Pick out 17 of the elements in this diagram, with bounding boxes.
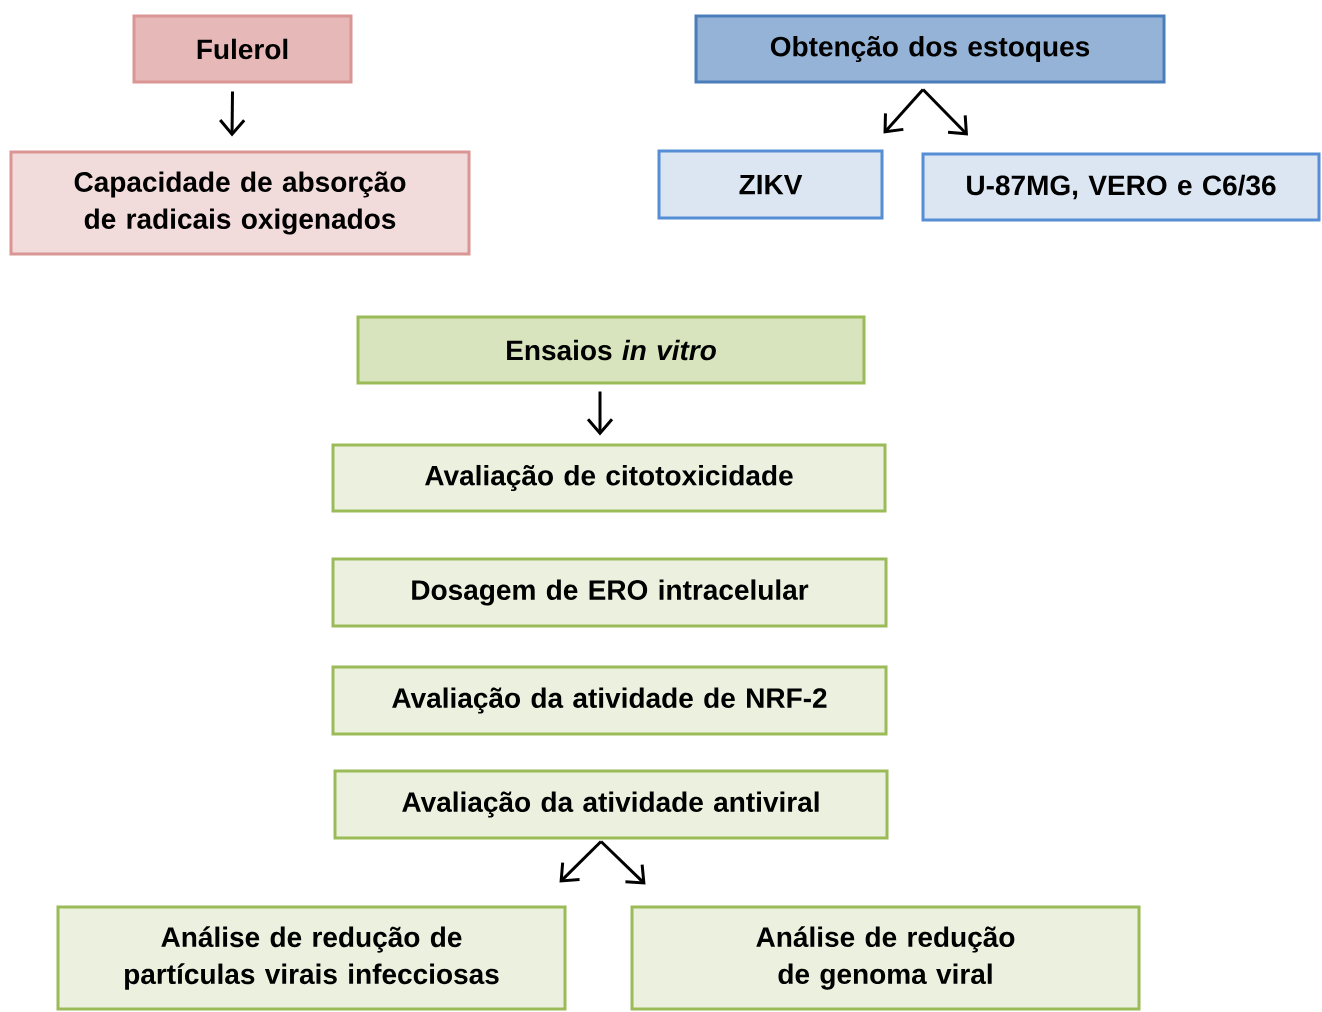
arrow: [883, 88, 925, 134]
process-box: Capacidade de absorção de radicais oxigenados: [9, 150, 471, 256]
arrow: [559, 840, 603, 883]
process-box: Análise de redução de partículas virais infecciosas: [56, 905, 567, 1011]
arrow: [586, 391, 614, 436]
process-box: Dosagem de ERO intracelular: [331, 557, 888, 628]
process-box: Ensaios in vitro: [356, 315, 866, 385]
process-box: Análise de redução de genoma viral: [630, 905, 1141, 1011]
arrow: [921, 88, 968, 136]
arrow: [599, 840, 646, 885]
process-box: U-87MG, VERO e C6/36: [921, 152, 1321, 222]
process-box: Avaliação de citotoxicidade: [331, 443, 887, 513]
process-box: ZIKV: [657, 149, 884, 220]
process-box: Avaliação da atividade antiviral: [333, 769, 889, 840]
process-box: Avaliação da atividade de NRF-2: [331, 665, 888, 736]
process-box: Obtenção dos estoques: [694, 14, 1166, 84]
process-box: Fulerol: [132, 14, 353, 84]
